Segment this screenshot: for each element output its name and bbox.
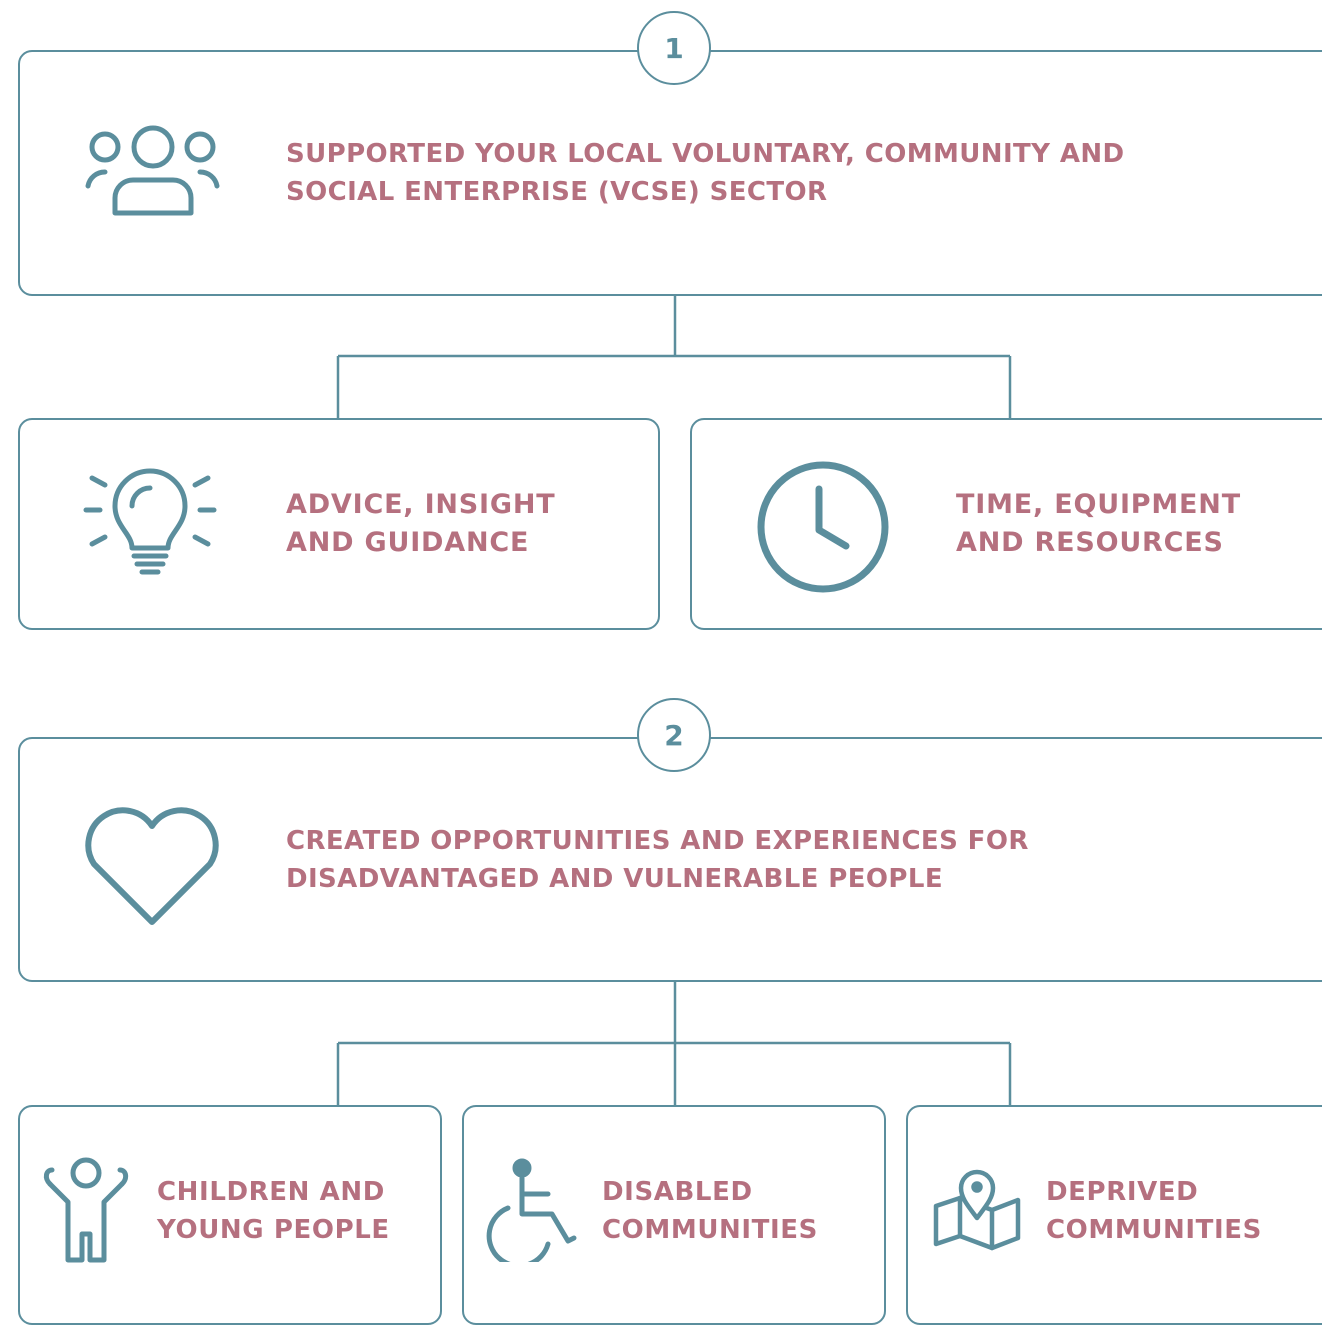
- section-2-title: CREATED OPPORTUNITIES AND EXPERIENCES FO…: [286, 822, 1029, 898]
- time-label-line-1: TIME, EQUIPMENT: [956, 489, 1241, 520]
- step-number-2: 2: [637, 698, 711, 772]
- child-icon: [43, 1157, 129, 1263]
- children-box: [18, 1105, 442, 1325]
- section-1-main-box: [18, 50, 1322, 296]
- map-pin-icon: [933, 1169, 1021, 1251]
- deprived-label: DEPRIVED COMMUNITIES: [1046, 1173, 1262, 1249]
- section-1-title-line-2: SOCIAL ENTERPRISE (VCSE) SECTOR: [286, 177, 828, 207]
- time-label: TIME, EQUIPMENT AND RESOURCES: [956, 486, 1241, 562]
- lightbulb-icon: [83, 468, 217, 575]
- children-label-line-2: YOUNG PEOPLE: [157, 1215, 390, 1245]
- section-2-title-line-2: DISADVANTAGED AND VULNERABLE PEOPLE: [286, 864, 943, 894]
- wheelchair-icon: [486, 1158, 577, 1262]
- advice-label: ADVICE, INSIGHT AND GUIDANCE: [286, 486, 555, 562]
- section-1-title-line-1: SUPPORTED YOUR LOCAL VOLUNTARY, COMMUNIT…: [286, 139, 1125, 169]
- time-box: [690, 418, 1322, 630]
- section-2-title-line-1: CREATED OPPORTUNITIES AND EXPERIENCES FO…: [286, 826, 1029, 856]
- disabled-label-line-1: DISABLED: [602, 1177, 753, 1207]
- children-label: CHILDREN AND YOUNG PEOPLE: [157, 1173, 390, 1249]
- deprived-label-line-2: COMMUNITIES: [1046, 1215, 1262, 1245]
- clock-icon: [757, 461, 889, 593]
- section-2-main-box: [18, 737, 1322, 982]
- section-1-title: SUPPORTED YOUR LOCAL VOLUNTARY, COMMUNIT…: [286, 135, 1125, 211]
- heart-icon: [85, 807, 219, 925]
- time-label-line-2: AND RESOURCES: [956, 527, 1224, 558]
- deprived-label-line-1: DEPRIVED: [1046, 1177, 1199, 1207]
- disabled-label-line-2: COMMUNITIES: [602, 1215, 818, 1245]
- people-group-icon: [85, 125, 220, 216]
- advice-label-line-1: ADVICE, INSIGHT: [286, 489, 556, 520]
- disabled-label: DISABLED COMMUNITIES: [602, 1173, 818, 1249]
- advice-label-line-2: AND GUIDANCE: [286, 527, 530, 558]
- step-number-1: 1: [637, 11, 711, 85]
- children-label-line-1: CHILDREN AND: [157, 1177, 385, 1207]
- advice-box: [18, 418, 660, 630]
